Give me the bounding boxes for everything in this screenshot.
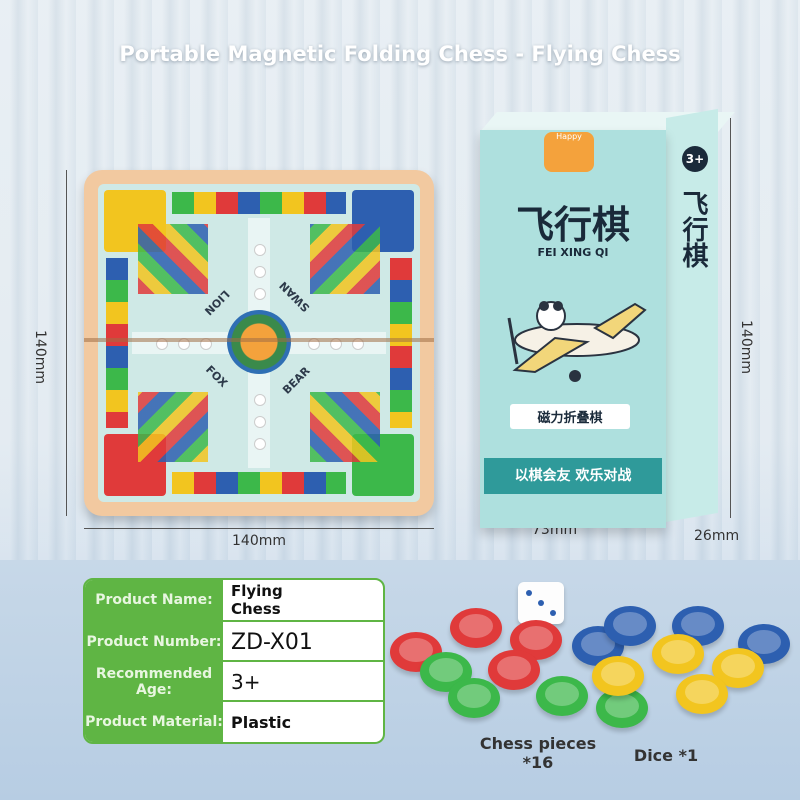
lane-dot: [254, 244, 266, 256]
brand-logo: Happy: [544, 132, 594, 172]
box-pinyin: FEI XING QI: [537, 246, 609, 259]
info-label: Product Name:: [85, 580, 223, 620]
caption-dice: Dice *1: [633, 746, 699, 765]
box-depth-label: 26mm: [694, 528, 740, 544]
dice-pip: [538, 600, 544, 606]
info-row-name: Product Name: Flying Chess: [85, 580, 383, 620]
board-height-line: [66, 170, 67, 516]
track-bottom: [172, 472, 346, 494]
track-inner-top-left: [138, 224, 208, 294]
board-width-label: 140mm: [232, 533, 286, 549]
dice-pip: [550, 610, 556, 616]
chess-piece: [592, 656, 644, 696]
lane-dot: [254, 266, 266, 278]
lane-dot: [254, 438, 266, 450]
info-label: Recommended Age:: [85, 662, 223, 702]
chess-piece: [604, 606, 656, 646]
panda-plane-illustration: [507, 301, 647, 382]
chess-board: LION SWAN FOX BEAR: [98, 184, 420, 502]
lane-dot: [254, 394, 266, 406]
board-word-bear: BEAR: [280, 364, 313, 397]
box-subtitle: 磁力折叠棋: [510, 404, 630, 429]
lane-dot: [254, 416, 266, 428]
track-top: [172, 192, 346, 214]
track-inner-top-right: [310, 224, 380, 294]
lane-dot: [254, 288, 266, 300]
chess-piece: [536, 676, 588, 716]
brand-logo-text: Happy: [556, 132, 582, 141]
age-badge: 3+: [682, 146, 708, 172]
chess-piece: [448, 678, 500, 718]
board-word-swan: SWAN: [276, 278, 313, 315]
track-inner-bottom-left: [138, 392, 208, 462]
box-slogan: 以棋会友 欢乐对战: [484, 458, 662, 494]
info-value: 3+: [231, 670, 261, 694]
box-title: 飞行棋: [515, 203, 630, 247]
info-value: Plastic: [231, 712, 292, 732]
chess-piece: [488, 650, 540, 690]
track-left: [106, 258, 128, 428]
chess-piece: [676, 674, 728, 714]
board-center-emblem: [227, 310, 291, 374]
track-inner-bottom-right: [310, 392, 380, 462]
box-height-label: 140mm: [738, 320, 754, 374]
board-width-line: [84, 528, 434, 529]
info-row-material: Product Material: Plastic: [85, 700, 383, 742]
board-word-fox: FOX: [203, 363, 230, 390]
chess-piece: [450, 608, 502, 648]
board-height-label: 140mm: [32, 330, 48, 384]
box-height-line: [730, 118, 731, 518]
dice-pip: [526, 590, 532, 596]
track-right: [390, 258, 412, 428]
info-value: ZD-X01: [231, 629, 313, 655]
product-info-table: Product Name: Flying Chess Product Numbe…: [83, 578, 385, 744]
info-value: Flying Chess: [231, 582, 283, 618]
chess-piece: [652, 634, 704, 674]
board-fold-hinge: [84, 338, 434, 342]
caption-chess-pieces: Chess pieces *16: [479, 734, 597, 772]
info-row-number: Product Number: ZD-X01: [85, 620, 383, 662]
info-row-age: Recommended Age: 3+: [85, 660, 383, 702]
dice: [518, 582, 564, 624]
info-label: Product Number:: [85, 622, 223, 662]
info-label: Product Material:: [85, 702, 223, 742]
box-side-title: 飞行棋: [678, 190, 708, 268]
page-title: Portable Magnetic Folding Chess - Flying…: [119, 42, 681, 66]
